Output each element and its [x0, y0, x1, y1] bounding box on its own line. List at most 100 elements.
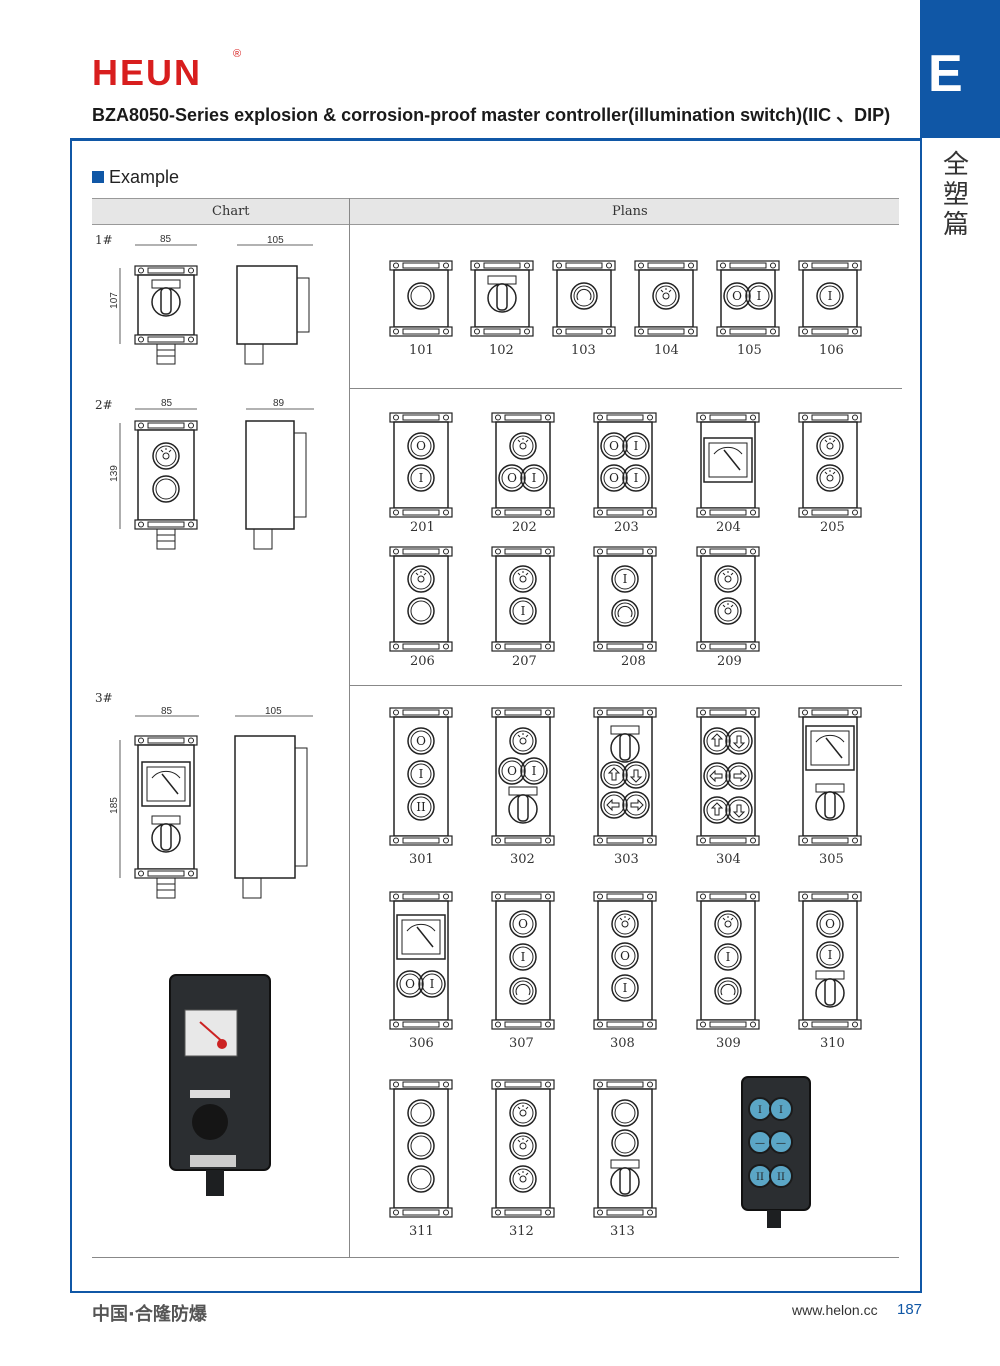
screw-icon [393, 262, 399, 269]
button-glyph: O [507, 471, 517, 485]
mounting-bracket [593, 412, 657, 423]
screw-icon [495, 1021, 501, 1028]
arrow-icon [732, 804, 746, 818]
mounting-bracket [389, 260, 453, 271]
label-slot [606, 643, 644, 650]
button-ring [509, 1165, 537, 1193]
screw-icon [802, 414, 808, 421]
indicator-light-icon [662, 292, 670, 300]
plan-code: 205 [820, 520, 845, 535]
cable-gland-icon [244, 343, 264, 365]
button-cap [614, 1132, 636, 1154]
screw-icon [647, 548, 653, 555]
button-ring [622, 464, 650, 492]
cable-gland-icon [242, 877, 262, 899]
button-ring [407, 597, 435, 625]
light-rays-icon [722, 571, 734, 576]
button-ring [509, 597, 537, 625]
plan-code: 303 [614, 852, 639, 867]
meter-needle [723, 449, 741, 471]
screw-icon [393, 1021, 399, 1028]
mounting-bracket [389, 835, 453, 846]
button-cap [819, 467, 841, 489]
mounting-bracket [593, 507, 657, 518]
button-ring [407, 464, 435, 492]
label-slot [565, 328, 603, 335]
screw-icon [750, 893, 756, 900]
screw-icon [138, 422, 144, 429]
screw-icon [393, 509, 399, 516]
button-cap [523, 760, 545, 782]
button-cap [512, 435, 534, 457]
button-cap [410, 796, 432, 818]
label-slot [483, 262, 521, 269]
indicator-light-icon [826, 474, 834, 482]
button-photo [769, 1097, 793, 1121]
row-label-1: 1# [95, 233, 113, 247]
screw-icon [802, 262, 808, 269]
button-cap [655, 285, 677, 307]
button-cap [410, 568, 432, 590]
label-slot [402, 893, 440, 900]
knob-dial-icon [576, 288, 592, 301]
mounting-bracket [491, 1019, 555, 1030]
screw-icon [750, 837, 756, 844]
mounting-bracket [696, 1019, 760, 1030]
label-slot [606, 1209, 644, 1216]
indicator-light-icon [826, 442, 834, 450]
screw-icon [852, 893, 858, 900]
mounting-bracket [798, 326, 862, 337]
meter-face [708, 442, 748, 478]
plan-code: 105 [737, 343, 762, 358]
label-slot [402, 1021, 440, 1028]
mounting-bracket [389, 891, 453, 902]
button-ring [816, 282, 844, 310]
screw-icon [443, 328, 449, 335]
dim-depth: 89 [273, 398, 285, 409]
meter-needle [416, 926, 434, 948]
label-slot [606, 1021, 644, 1028]
button-cap [512, 1102, 534, 1124]
screw-icon [770, 328, 776, 335]
mounting-bracket [696, 412, 760, 423]
dim-width: 85 [160, 234, 172, 245]
cable-gland-icon [767, 1210, 781, 1228]
mounting-bracket [696, 546, 760, 557]
arrow-icon [710, 733, 724, 747]
arrow-icon [710, 802, 724, 816]
selector-handle-icon [160, 823, 172, 851]
plan-code: 201 [410, 520, 435, 535]
label-slot [709, 893, 747, 900]
arrow-icon [607, 767, 621, 781]
mounting-bracket [134, 334, 198, 345]
button-ring [600, 464, 628, 492]
screw-icon [750, 709, 756, 716]
mounting-bracket [389, 1019, 453, 1030]
button-ring [407, 727, 435, 755]
button-photo-glyph: I [779, 1105, 783, 1116]
enclosure-body [393, 1088, 449, 1209]
button-cap [410, 600, 432, 622]
arrow-icon [630, 798, 644, 812]
screw-icon [556, 262, 562, 269]
mounting-bracket [696, 707, 760, 718]
screw-icon [852, 262, 858, 269]
enclosure-body [393, 716, 449, 837]
button-cap [614, 977, 636, 999]
screw-icon [700, 709, 706, 716]
button-glyph: I [726, 950, 731, 964]
section-letter: E [928, 45, 963, 103]
enclosure-side [236, 265, 298, 345]
screw-icon [443, 548, 449, 555]
button-ring [816, 432, 844, 460]
mounting-bracket [491, 835, 555, 846]
mounting-bracket [491, 507, 555, 518]
indicator-light-icon [162, 452, 170, 460]
button-cap [410, 730, 432, 752]
screw-icon [802, 1021, 808, 1028]
button-ring [407, 1165, 435, 1193]
screw-icon [188, 870, 194, 877]
screw-icon [443, 643, 449, 650]
mounting-bracket [798, 891, 862, 902]
button-ring [725, 796, 753, 824]
